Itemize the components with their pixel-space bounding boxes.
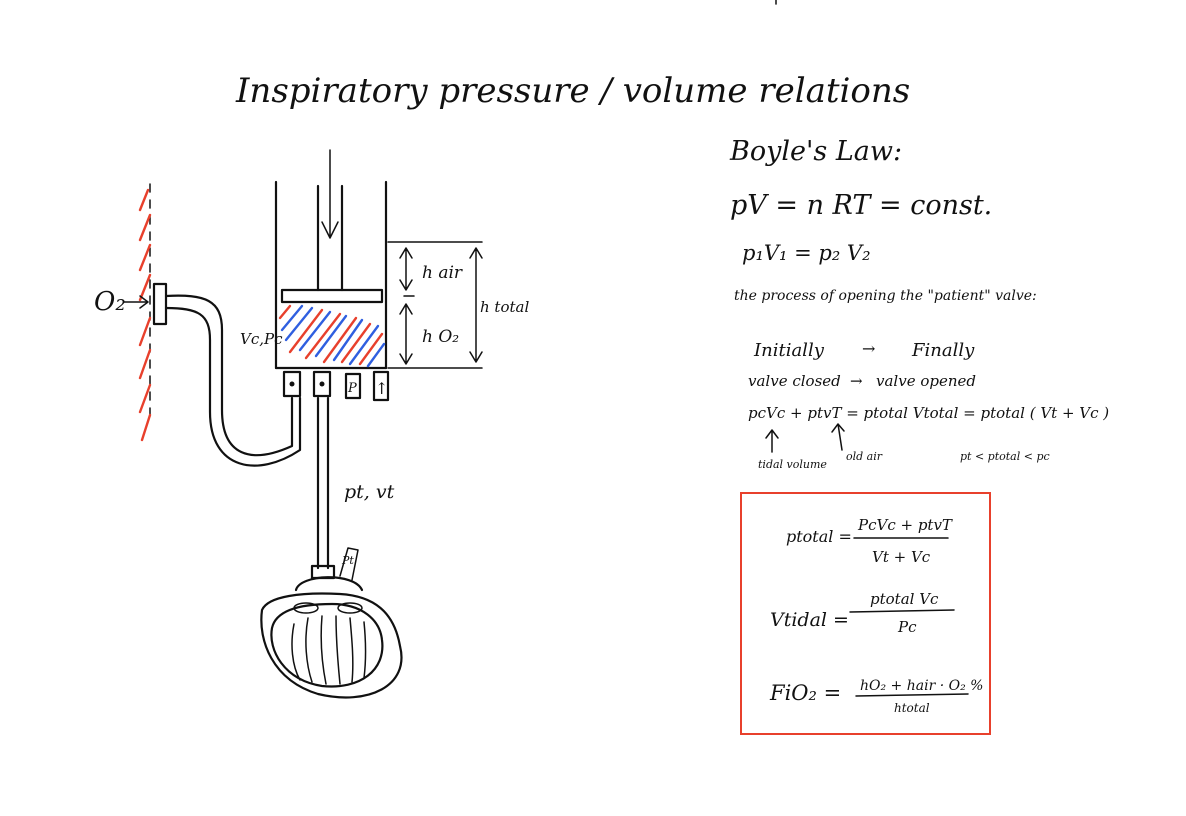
valve-closed-label: valve closed <box>748 372 841 390</box>
valve-p-label: P <box>347 381 357 396</box>
o2-inlet-arrow <box>123 295 149 309</box>
o2-label: O₂ <box>94 287 126 317</box>
valve-block <box>282 370 390 402</box>
boyle-eq1: pV = n RT = const. <box>730 190 992 221</box>
ptotal-numerator: PcVc + ptvT <box>857 516 953 534</box>
ptotal-lhs: ptotal = <box>786 527 852 546</box>
initially-label: Initially <box>753 340 825 361</box>
valve-opened-label: valve opened <box>876 372 976 390</box>
h-o2-label: h O₂ <box>422 327 459 347</box>
down-arrow <box>321 149 339 239</box>
cylinder <box>274 180 388 370</box>
page-title: Inspiratory pressure / volume relations <box>235 71 910 111</box>
h-air-label: h air <box>422 263 463 283</box>
wall-outlet <box>138 183 168 442</box>
results-box <box>740 492 991 735</box>
fio2-denominator: htotal <box>894 701 930 715</box>
boyle-eq2: p₁V₁ = p₂ V₂ <box>742 241 871 265</box>
vtidal-lhs: Vtidal = <box>770 609 849 631</box>
fio2-lhs: FiO₂ = <box>769 681 841 705</box>
pressure-inequality: pt < ptotal < pc <box>960 450 1050 463</box>
vc-pc-label: Vc,Pc <box>240 330 283 348</box>
process-note: the process of opening the "patient" val… <box>734 288 1037 304</box>
o2-chamber-hatch <box>278 304 386 368</box>
height-dimensions <box>387 241 483 369</box>
transition-arrow-2: → <box>850 372 863 390</box>
old-air-arrow <box>831 423 845 451</box>
transition-arrow-1: → <box>862 339 875 358</box>
bag-tag-label: Pt <box>341 554 354 567</box>
pt-vt-label: pt, vt <box>344 481 395 503</box>
vtidal-numerator: ptotal Vc <box>870 590 939 608</box>
old-air-label: old air <box>846 450 883 463</box>
boyle-heading: Boyle's Law: <box>729 136 902 167</box>
tidal-volume-label: tidal volume <box>758 458 827 471</box>
vtidal-denominator: Pc <box>897 618 917 636</box>
o2-hose <box>164 294 294 457</box>
fio2-fraction-bar <box>855 693 969 697</box>
ptotal-denominator: Vt + Vc <box>872 548 931 566</box>
valve-arrow-label: ↑ <box>375 379 388 398</box>
fio2-numerator: hO₂ + hair · O₂ % <box>860 678 983 694</box>
vtidal-fraction-bar <box>849 609 955 613</box>
tidal-arrow <box>765 429 779 453</box>
balance-equation: pcVc + ptvT = ptotal Vtotal = ptotal ( V… <box>748 404 1109 422</box>
patient-with-mask <box>260 547 403 699</box>
o2-hose-inner <box>164 306 302 467</box>
finally-label: Finally <box>911 340 975 361</box>
h-total-label: h total <box>480 298 529 316</box>
